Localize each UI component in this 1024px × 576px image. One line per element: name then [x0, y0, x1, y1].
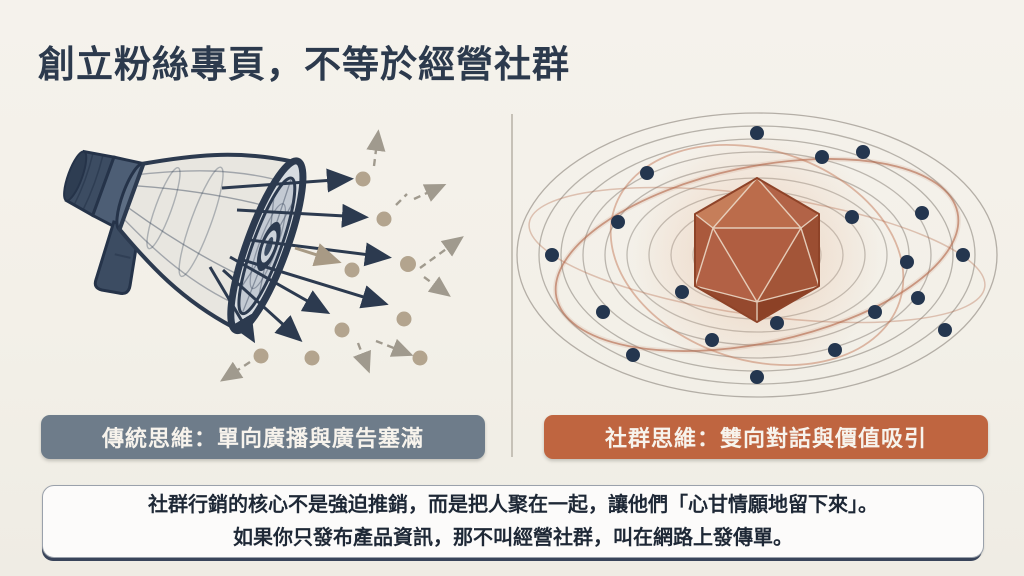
page-title: 創立粉絲專頁，不等於經營社群 [38, 44, 570, 85]
community-caption-badge: 社群思維：雙向對話與價值吸引 [544, 415, 988, 459]
broadcast-arrow-tan [294, 243, 342, 267]
megaphone-icon [63, 149, 307, 335]
summary-line-2: 如果你只發布產品資訊，那不叫經營社群，叫在網路上發傳單。 [233, 527, 793, 549]
summary-line-1: 社群行銷的核心不是強迫推銷，而是把人聚在一起，讓他們「心甘情願地留下來」。 [148, 494, 878, 516]
orbit-accent-arcs [528, 144, 986, 366]
traditional-caption-badge: 傳統思維：單向廣播與廣告塞滿 [41, 415, 485, 459]
community-members-dots [545, 126, 970, 384]
community-caption-label: 社群思維：雙向對話與價值吸引 [604, 426, 927, 451]
scatter-arrows [219, 129, 464, 382]
audience-dots [253, 171, 428, 366]
core-polyhedron-icon [694, 177, 820, 323]
summary-box: 社群行銷的核心不是強迫推銷，而是把人聚在一起，讓他們「心甘情願地留下來」。 如果… [42, 485, 984, 558]
traditional-caption-label: 傳統思維：單向廣播與廣告塞滿 [101, 426, 424, 451]
